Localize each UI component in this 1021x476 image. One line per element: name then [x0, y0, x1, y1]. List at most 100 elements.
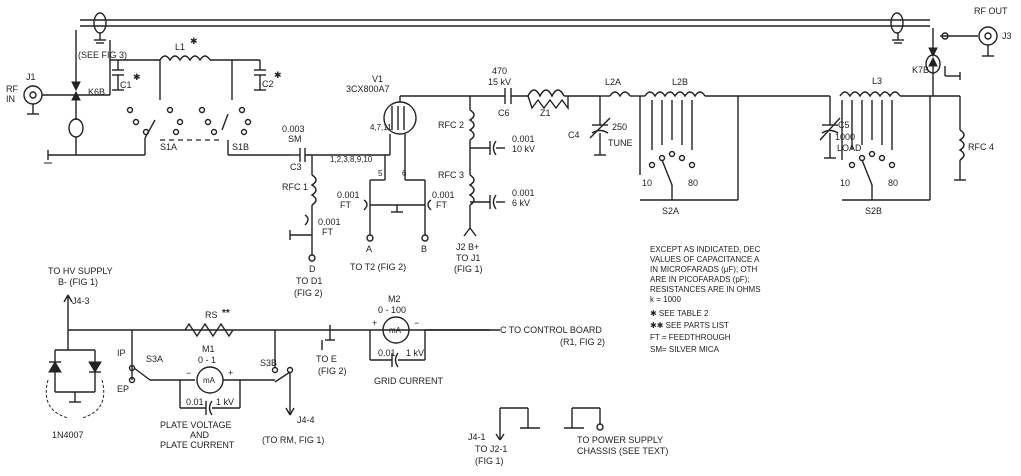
l2b-label: L2B — [672, 77, 688, 87]
m2-ma-label: mA — [389, 326, 402, 335]
s2a-10m-label: 10 — [642, 178, 652, 188]
s1b-label: S1B — [232, 142, 249, 152]
to-j1-label: TO J1 — [456, 253, 480, 263]
l1-star: ✱ — [190, 36, 198, 46]
to-e-label: TO E — [316, 354, 337, 364]
m2-range: 0 - 100 — [378, 305, 406, 315]
rfc1-label: RFC 1 — [282, 182, 308, 192]
c1-star: ✱ — [133, 72, 141, 82]
inductor-l3 — [839, 91, 960, 201]
m2-minus: − — [414, 318, 419, 328]
choke-rfc3 — [463, 174, 505, 237]
j4-3-label: J4-3 — [72, 296, 90, 306]
s2a-80m-label: 80 — [688, 178, 698, 188]
filament-feedthroughs — [363, 165, 432, 242]
to-d1-label: TO D1 — [296, 276, 322, 286]
c4-label: C4 — [568, 130, 580, 140]
ft-cap-2-label: FT — [436, 200, 447, 210]
capacitor-c4-tune — [589, 96, 611, 156]
j1-label: J1 — [26, 72, 36, 82]
rs-note: ** — [222, 308, 230, 319]
hv-supply-label: TO HV SUPPLY — [48, 266, 113, 276]
to-rm-label: (TO RM, FIG 1) — [262, 435, 324, 445]
capacitor-c2 — [254, 60, 266, 91]
grid-cap-voltage: 1 kV — [406, 348, 424, 358]
meter-m1 — [179, 366, 275, 416]
j4-4-label: J4-4 — [297, 415, 315, 425]
l2a-label: L2A — [605, 77, 621, 87]
rf-output-jack — [978, 26, 998, 57]
schematic-notes: EXCEPT AS INDICATED, DEC VALUES OF CAPAC… — [650, 245, 761, 354]
to-power-supply-label: TO POWER SUPPLY — [577, 435, 663, 445]
tube-v1 — [383, 95, 470, 165]
k6b-label: K6B — [88, 87, 105, 97]
m1-ma-label: mA — [203, 376, 216, 385]
j4-1-label: J4-1 — [468, 432, 486, 442]
s3a-label: S3A — [146, 354, 163, 364]
relay-k6b — [68, 30, 111, 138]
c3-label: C3 — [290, 162, 302, 172]
bypass-coax — [80, 12, 930, 44]
c1-label: C1 — [120, 80, 132, 90]
load-label: LOAD — [837, 143, 862, 153]
choke-rfc2 — [468, 96, 505, 175]
c2-label: C2 — [262, 79, 274, 89]
c5-label: C5 — [838, 120, 850, 130]
s2b-10m-label: 10 — [840, 178, 850, 188]
tune-label: TUNE — [608, 138, 633, 148]
legend-silver-mica: SM= SILVER MICA — [650, 345, 720, 354]
fig2-e-label: (FIG 2) — [318, 366, 347, 376]
c2-star: ✱ — [274, 70, 282, 80]
s3b-label: S3B — [260, 358, 277, 368]
rs-label: RS — [205, 310, 218, 320]
fig1-b-label: (FIG 1) — [475, 456, 504, 466]
choke-rfc4 — [954, 96, 966, 181]
diode-label: 1N4007 — [52, 430, 84, 440]
c5-value: 1000 — [835, 132, 855, 142]
k6b-ground — [44, 137, 145, 164]
capacitor-c5-load — [819, 96, 841, 159]
legend-feedthrough: FT = FEEDTHROUGH — [650, 333, 731, 342]
control-board-label: C TO CONTROL BOARD — [500, 325, 602, 335]
rfc4-label: RFC 4 — [968, 142, 994, 152]
ft-cap-1-label: FT — [340, 200, 351, 210]
s1a-label: S1A — [160, 142, 177, 152]
band-switch-s1a — [126, 60, 184, 155]
v1-pins-top: 4,7,11 — [370, 123, 392, 132]
see-fig3-label: (SEE FIG 3) — [78, 50, 127, 60]
s2a-label: S2A — [662, 206, 679, 216]
meter-switch-s3b — [271, 330, 295, 416]
terminal-b: B — [421, 244, 427, 254]
ft-cap-1-value: 0.001 — [337, 190, 360, 200]
meter-switch-s3a — [128, 364, 195, 384]
grid-cap-value: 0.01 — [378, 348, 396, 358]
c6-voltage: 15 kV — [488, 77, 511, 87]
m1-range: 0 - 1 — [198, 355, 216, 365]
m1-label: M1 — [202, 344, 215, 354]
note-line-6: k = 1000 — [650, 295, 681, 304]
protection-diodes — [45, 330, 105, 419]
s2b-label: S2B — [865, 206, 882, 216]
capacitor-c6 — [470, 88, 528, 104]
note-line-5: RESISTANCES ARE IN OHMS — [650, 285, 761, 294]
to-t2-label: TO T2 (FIG 2) — [350, 262, 406, 272]
capacitor-c3 — [290, 148, 390, 162]
ft-cap-2-value: 0.001 — [432, 190, 455, 200]
v1-label: V1 — [372, 74, 383, 84]
legend-table2: ✱ SEE TABLE 2 — [650, 309, 709, 318]
ip-label: IP — [117, 348, 126, 358]
j3-label: J3 — [1002, 31, 1012, 41]
m2-plus: + — [372, 318, 377, 328]
cap-6kv-voltage: 6 kV — [512, 198, 530, 208]
z1-label: Z1 — [540, 108, 551, 118]
plate-meter-label-1: PLATE VOLTAGE — [160, 420, 232, 430]
c3-value: 0.003 — [282, 124, 305, 134]
plate-meter-label-2: AND — [190, 430, 210, 440]
to-j2-label: TO J2-1 — [475, 444, 507, 454]
plate-cap-value: 0.01 — [186, 397, 204, 407]
band-switch-s1b — [198, 60, 290, 156]
k7b-label: K7B — [912, 65, 929, 75]
m1-plus: + — [228, 368, 233, 378]
rf-in-label: RF — [6, 84, 18, 94]
